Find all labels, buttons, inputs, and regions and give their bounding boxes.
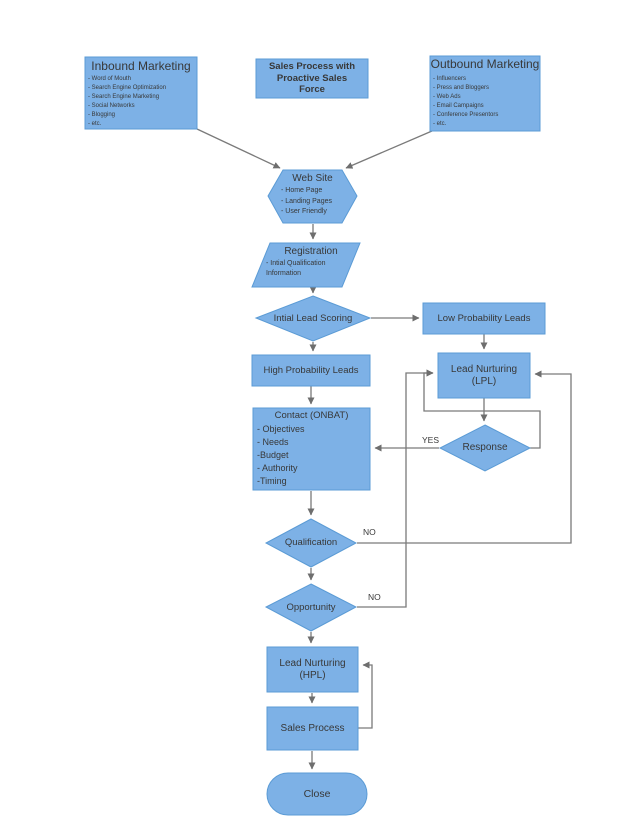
bullet: - etc.	[88, 121, 102, 127]
opportunity-diamond-shape	[264, 583, 358, 632]
bullet: - Objectives	[257, 424, 305, 434]
bullet: - Blogging	[88, 112, 116, 118]
qualification-label: Qualification	[284, 537, 338, 549]
outbound-marketing-shape	[429, 55, 541, 132]
lead-scoring-label: Intial Lead Scoring	[273, 312, 353, 324]
edge-salesprocess-loop-hpl	[358, 661, 373, 729]
bullet: - Press and Bloggers	[433, 85, 490, 91]
qualification-diamond-shape	[264, 518, 358, 568]
low-probability-leads-shape	[422, 302, 546, 335]
contact-onbat-bullets: - Objectives - Needs -Budget - Authority…	[257, 423, 367, 488]
bullet: - Social Networks	[88, 103, 135, 109]
bullet: -Budget	[257, 449, 289, 460]
bullet: - Email Campaigns	[433, 103, 484, 109]
bullet: - Home Page	[281, 187, 323, 194]
response-diamond-shape	[438, 424, 532, 472]
registration-parallelogram-shape	[251, 242, 361, 288]
edge-label-no-qualification: NO	[363, 527, 376, 537]
lead-nurturing-lpl-shape	[437, 352, 531, 399]
inbound-marketing-bullets: - Word of Mouth - Search Engine Optimiza…	[88, 75, 196, 129]
bullet: - Search Engine Marketing	[88, 94, 160, 100]
bullet: - Needs	[257, 436, 289, 447]
edge-label-yes: YES	[421, 435, 439, 445]
lead-nurturing-hpl-shape	[266, 646, 359, 693]
sales-process-top-shape	[255, 58, 369, 99]
bullet: - Search Engine Optimization	[88, 85, 167, 91]
registration-title: Registration	[284, 246, 338, 257]
bullet: -Timing	[257, 475, 287, 486]
response-label: Response	[462, 442, 508, 453]
registration-bullets: - Intial Qualification Information	[266, 260, 326, 277]
bullet: - etc.	[433, 121, 447, 127]
bullet: - User Friendly	[281, 208, 327, 215]
contact-onbat-title: Contact (ONBAT)	[274, 410, 349, 421]
opportunity-label: Opportunity	[286, 601, 336, 613]
bullet: - Landing Pages	[281, 197, 332, 205]
high-probability-leads-shape	[251, 354, 371, 387]
close-terminator-shape	[266, 772, 368, 816]
outbound-marketing-bullets: - Influencers - Press and Bloggers - Web…	[433, 75, 538, 129]
lead-nurturing-hpl-label: Lead Nurturing (HPL)	[279, 657, 346, 681]
web-site-hexagon-shape	[267, 169, 358, 224]
edge-label-no-opportunity: NO	[368, 592, 381, 602]
edge-qualification-no-lpl	[357, 370, 572, 544]
edge-outbound-website	[345, 130, 433, 169]
web-site-title: Web Site	[292, 173, 333, 184]
edge-opportunity-no-lpl	[357, 369, 434, 608]
sales-process-label: Sales Process	[280, 722, 345, 734]
contact-onbat-shape	[252, 407, 371, 491]
sales-process-shape	[266, 706, 359, 751]
bullet: - Conference Presentors	[433, 112, 499, 118]
lead-nurturing-lpl-label: Lead Nurturing (LPL)	[450, 363, 518, 387]
bullet: - Authority	[257, 462, 298, 473]
sales-process-top-label: Sales Process with Proactive Sales Force	[268, 61, 356, 96]
edge-inbound-website	[196, 128, 281, 169]
inbound-marketing-title: Inbound Marketing	[91, 59, 191, 73]
lead-scoring-diamond-shape	[254, 295, 372, 342]
bullet: - Word of Mouth	[88, 76, 131, 82]
high-probability-leads-label: High Probability Leads	[263, 364, 359, 376]
low-probability-leads-label: Low Probability Leads	[437, 312, 531, 324]
bullet: - Influencers	[433, 76, 467, 82]
bullet: - Web Ads	[433, 94, 461, 100]
web-site-bullets: - Home Page - Landing Pages - User Frien…	[281, 186, 355, 218]
close-label: Close	[303, 787, 331, 800]
inbound-marketing-shape	[84, 56, 198, 130]
outbound-marketing-title: Outbound Marketing	[430, 57, 540, 71]
